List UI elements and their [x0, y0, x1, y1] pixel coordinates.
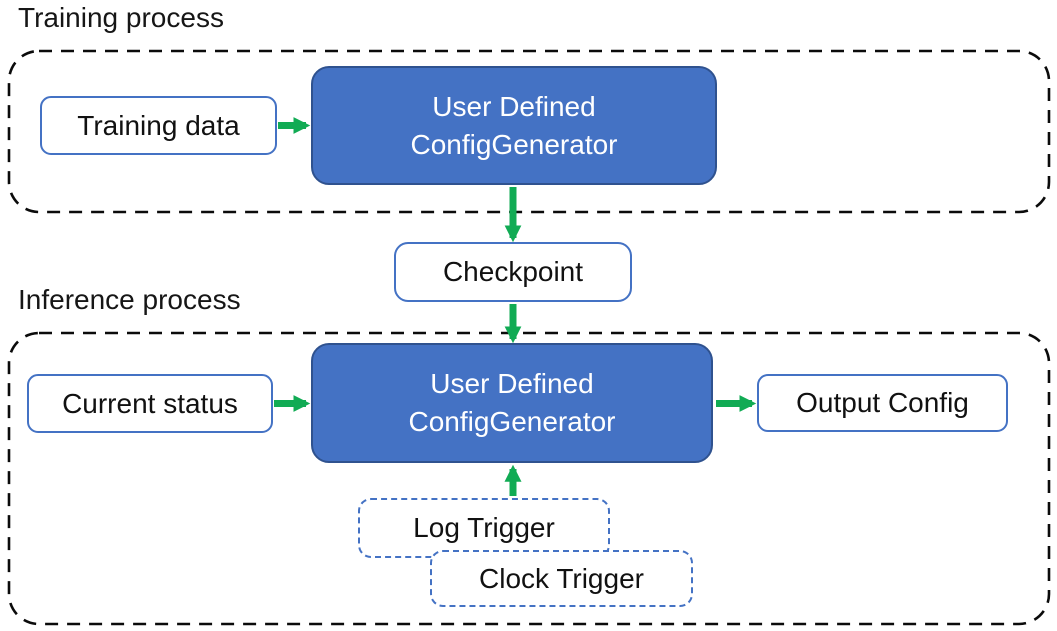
- inference-config-generator-line2: ConfigGenerator: [408, 406, 616, 437]
- current-status-box: Current status: [27, 374, 273, 433]
- training-section-label: Training process: [18, 2, 224, 33]
- training-config-generator-box: User Defined ConfigGenerator: [311, 66, 717, 185]
- inference-config-generator-line1: User Defined: [430, 368, 594, 399]
- training-config-generator-line2: ConfigGenerator: [410, 128, 618, 160]
- output-config-box: Output Config: [757, 374, 1008, 432]
- inference-section-label: Inference process: [18, 284, 241, 315]
- log-trigger-box: Log Trigger: [358, 498, 610, 558]
- training-config-generator-line1: User Defined: [432, 90, 596, 122]
- checkpoint-box: Checkpoint: [394, 242, 632, 302]
- inference-config-generator-box: User Defined ConfigGenerator: [311, 343, 713, 463]
- training-data-box: Training data: [40, 96, 277, 155]
- clock-trigger-box: Clock Trigger: [430, 550, 693, 607]
